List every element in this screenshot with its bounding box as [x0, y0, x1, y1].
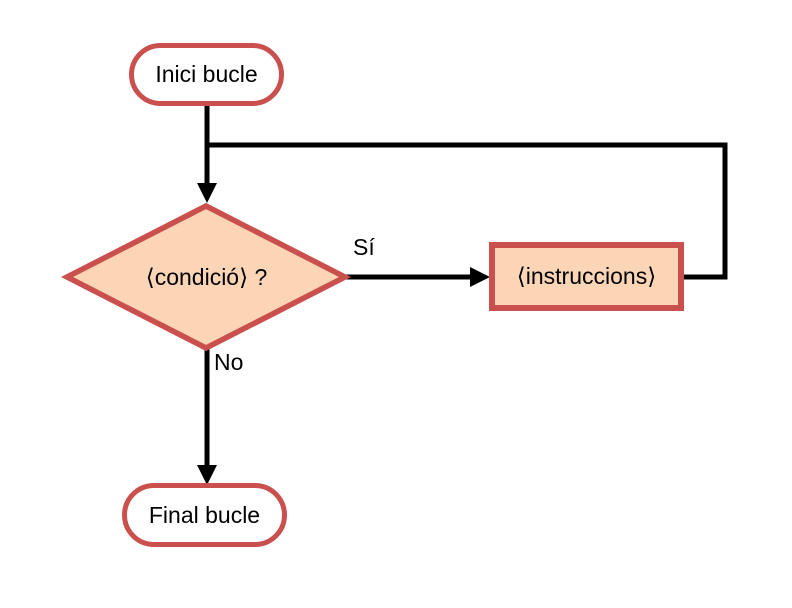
- no-edge-label: No: [214, 349, 244, 375]
- start-node: Inici bucle: [129, 43, 284, 106]
- end-node: Final bucle: [122, 483, 287, 547]
- arrowhead-into-instructions: [470, 267, 490, 287]
- instructions-node: ⟨instruccions⟩: [489, 242, 684, 311]
- arrowhead-into-condition: [197, 183, 217, 203]
- condition-node-label: ⟨condició⟩ ?: [145, 263, 268, 290]
- condition-node-label-wrap: ⟨condició⟩ ?: [68, 207, 345, 347]
- end-node-label: Final bucle: [148, 501, 261, 528]
- instructions-node-label: ⟨instruccions⟩: [516, 263, 657, 289]
- arrowhead-into-end: [197, 465, 217, 485]
- start-node-label: Inici bucle: [155, 61, 258, 87]
- condition-diamond: [60, 202, 352, 352]
- yes-edge-label: Sí: [353, 234, 375, 260]
- edge-loop-back: [207, 142, 728, 280]
